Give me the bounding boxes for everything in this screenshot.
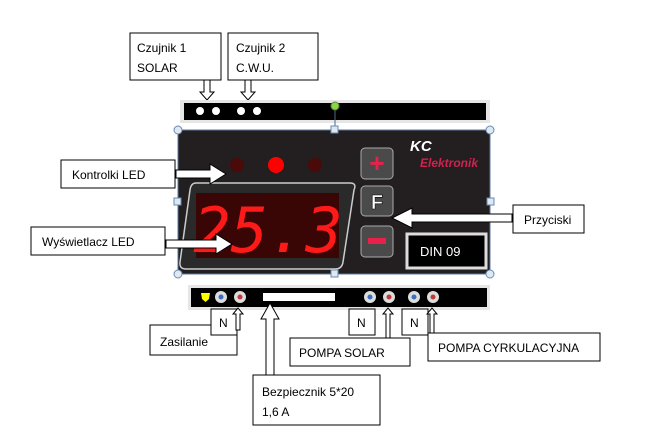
brand-kc: KC — [410, 138, 433, 155]
leds-label-box — [60, 159, 176, 189]
led-indicator-off — [230, 158, 244, 172]
arrow-right-icon — [175, 163, 227, 185]
display-label-box — [30, 226, 166, 256]
minus-button[interactable] — [360, 225, 394, 258]
rotate-handle[interactable] — [330, 101, 340, 111]
sensor2-label-line1: Czujnik 2 — [236, 41, 286, 55]
neutral-box — [401, 308, 429, 336]
pump-circulation-label-box — [427, 332, 601, 362]
arrow-down-icon — [198, 79, 216, 101]
buttons-label: Przyciski — [524, 213, 571, 227]
arrow-up-icon — [381, 307, 395, 339]
brand-elektronik: Elektronik — [420, 156, 479, 170]
plus-icon: + — [369, 148, 384, 178]
pump-solar-label: POMPA SOLAR — [299, 346, 385, 360]
buttons-label-box — [512, 204, 585, 234]
sensor2-label-box — [227, 32, 319, 81]
sensor-terminal — [237, 107, 245, 115]
model-plate — [405, 232, 488, 270]
model-label: DIN 09 — [420, 244, 460, 259]
minus-icon — [368, 238, 386, 244]
pump-solar-label-box — [289, 337, 411, 367]
sensor1-label-line2: SOLAR — [137, 61, 178, 75]
pump-circulation-label: POMPA CYRKULACYJNA — [438, 341, 579, 355]
arrow-up-icon — [425, 307, 439, 334]
arrow-right-icon — [165, 233, 233, 255]
led-indicator-on — [268, 157, 284, 173]
fuse-holder — [263, 293, 335, 301]
power-label: Zasilanie — [160, 335, 208, 349]
sensor1-label-line1: Czujnik 1 — [137, 41, 187, 55]
sensor2-label-line2: C.W.U. — [236, 61, 274, 75]
fuse-label-line2: 1,6 A — [262, 405, 289, 419]
neutral-label: N — [219, 316, 228, 330]
neutral-label: N — [410, 316, 419, 330]
sensor-terminal — [253, 107, 261, 115]
sensor-terminal — [212, 107, 220, 115]
f-label: F — [371, 192, 383, 214]
fuse-label-line1: Bezpiecznik 5*20 — [262, 385, 354, 399]
arrow-up-icon — [260, 301, 280, 376]
arrow-left-icon — [390, 207, 513, 229]
function-button[interactable]: F — [360, 185, 394, 217]
neutral-label: N — [357, 316, 366, 330]
sensor1-label-box — [129, 32, 222, 81]
terminals — [215, 291, 439, 303]
led-indicator-off — [308, 158, 322, 172]
fuse-label-box — [252, 374, 381, 426]
selection-handles[interactable] — [173, 125, 495, 279]
sensor-terminal — [196, 107, 204, 115]
display-value: 25.3 — [193, 194, 342, 267]
leds-label: Kontrolki LED — [72, 168, 146, 182]
plus-button[interactable]: + — [360, 147, 394, 180]
arrow-down-icon — [239, 79, 257, 101]
arrow-up-icon — [231, 307, 245, 331]
neutral-box — [348, 308, 376, 336]
ground-terminal-icon — [201, 293, 210, 302]
display-label: Wyświetlacz LED — [42, 235, 135, 249]
neutral-box — [210, 308, 238, 336]
